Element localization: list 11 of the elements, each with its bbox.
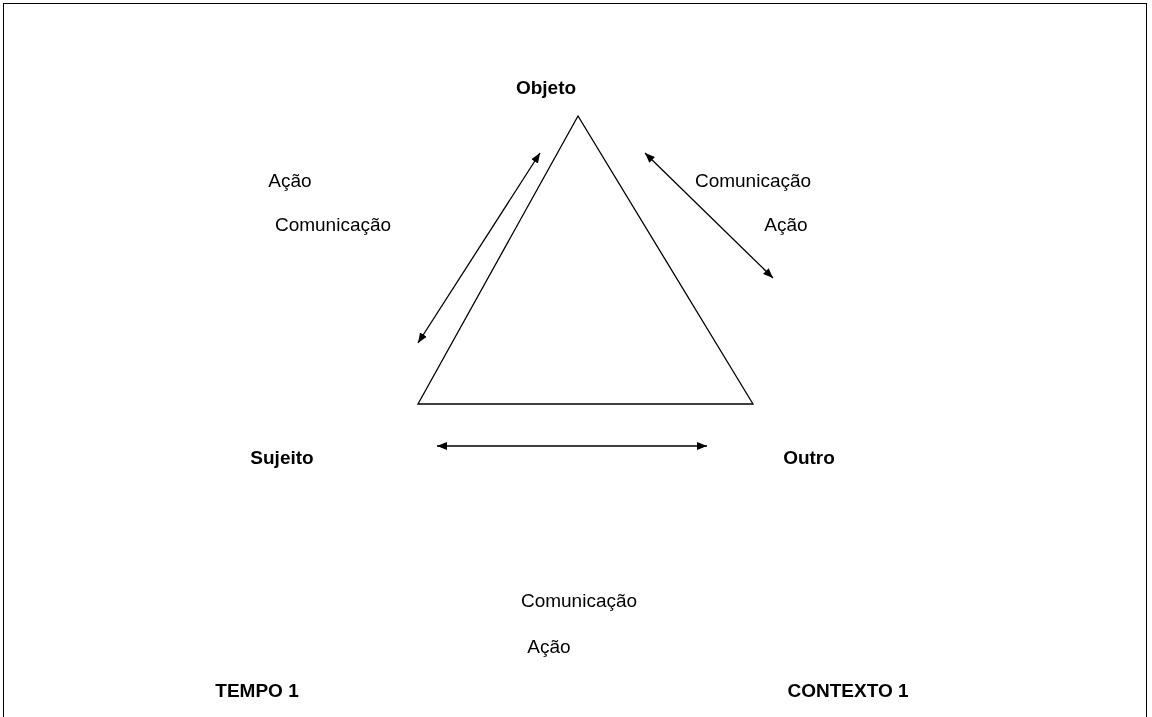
vertex-label: Objeto (515, 76, 577, 100)
relation-label: Comunicação (520, 589, 638, 613)
heading-label: TEMPO 1 (215, 679, 299, 703)
vertex-label: Outro (783, 446, 835, 470)
heading-label: CONTEXTO 1 (787, 679, 909, 703)
relation-label: Ação (527, 635, 571, 659)
vertex-label: Sujeito (250, 446, 314, 470)
relation-label: Ação (268, 169, 312, 193)
relation-label: Ação (764, 213, 808, 237)
relation-label: Comunicação (274, 213, 392, 237)
relation-label: Comunicação (694, 169, 812, 193)
